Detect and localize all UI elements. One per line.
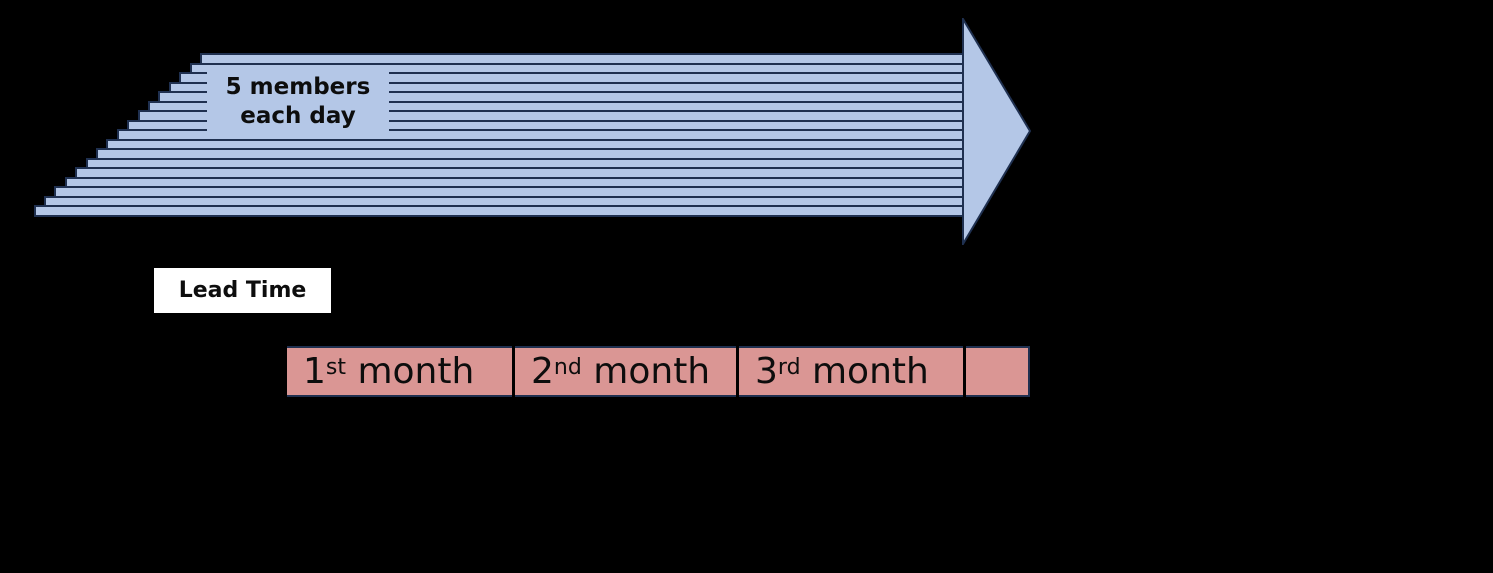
month-word: month [811, 351, 929, 392]
month-number: 1 [303, 351, 326, 392]
members-per-day-label: 5 members each day [207, 72, 389, 132]
month-number: 2 [531, 351, 554, 392]
members-label-line1: 5 members [225, 74, 371, 100]
arrowhead-icon [962, 18, 1032, 245]
month-word: month [593, 351, 711, 392]
lead-time-label: Lead Time [154, 268, 331, 313]
month-word: month [357, 351, 475, 392]
month-number: 3 [755, 351, 778, 392]
month-ordinal-suffix: rd [777, 354, 801, 380]
stripe-band [33, 205, 964, 217]
month-ordinal-suffix: st [325, 354, 346, 380]
month-bar-4 [966, 346, 1030, 397]
month-ordinal-suffix: nd [553, 354, 582, 380]
members-label-line2: each day [240, 103, 356, 129]
